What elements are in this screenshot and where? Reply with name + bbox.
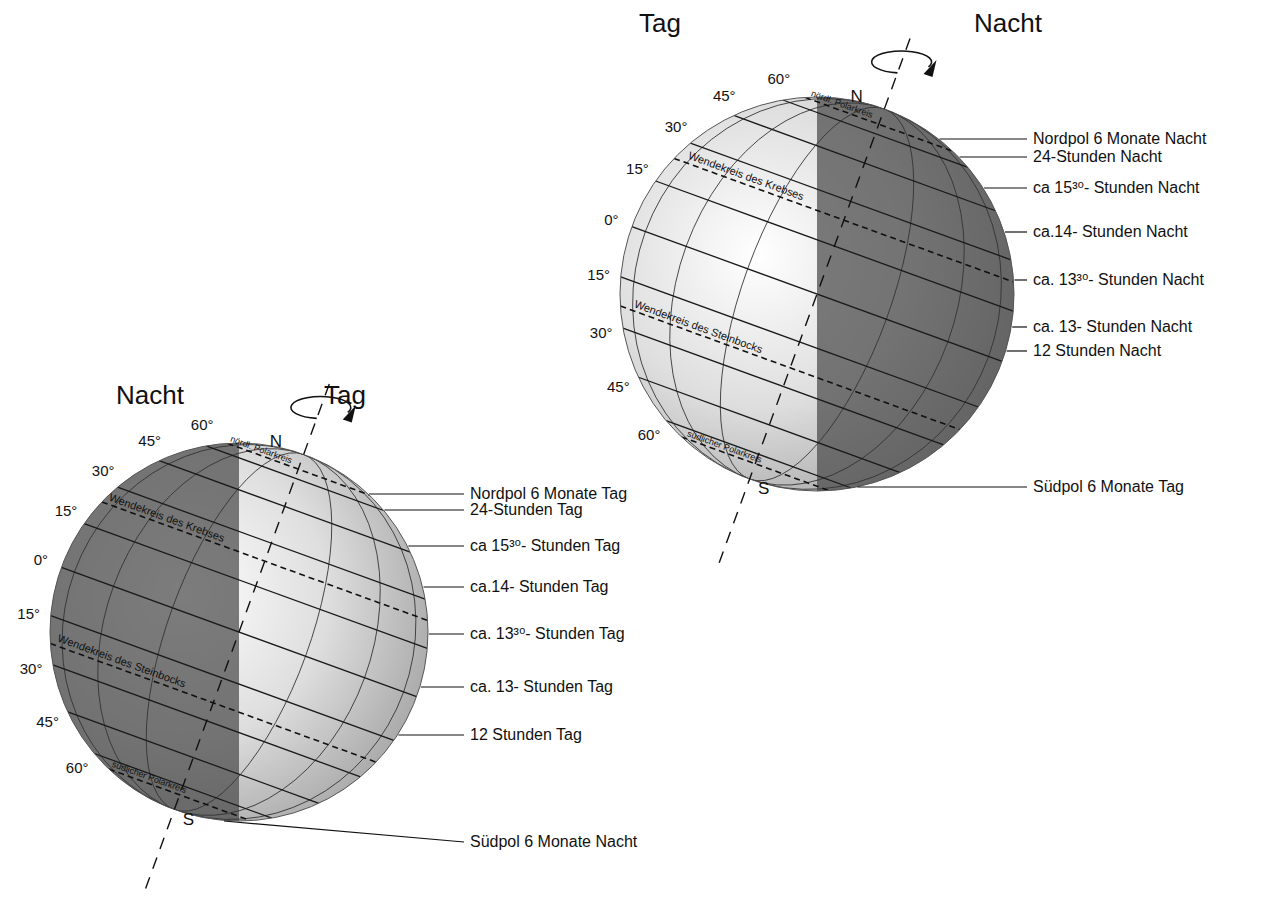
meridian <box>619 61 1016 527</box>
latitude-number: 60° <box>638 426 661 443</box>
latitude-number: 15° <box>587 266 610 283</box>
daylength-label: ca.14- Stunden Nacht <box>1033 223 1188 241</box>
daylength-label: ca. 13- Stunden Nacht <box>1033 318 1192 336</box>
special-parallel <box>102 502 428 621</box>
night-side <box>48 441 239 823</box>
parallel <box>632 227 1002 362</box>
daylength-label: ca. 13³⁰- Stunden Tag <box>470 625 625 643</box>
graticule <box>565 42 1070 547</box>
special-parallel <box>109 769 251 821</box>
latitude-number: 60° <box>66 759 89 776</box>
parallel <box>206 446 384 511</box>
daylength-label: Südpol 6 Monate Tag <box>1033 478 1184 496</box>
latitude-number: 60° <box>191 416 214 433</box>
latitude-number: 30° <box>590 324 613 341</box>
parallel <box>623 328 944 445</box>
daylength-label: Nordpol 6 Monate Nacht <box>1033 130 1206 148</box>
meridian <box>49 409 429 856</box>
leader-line <box>1007 350 1027 351</box>
daylength-label: Südpol 6 Monate Nacht <box>470 833 637 851</box>
graticule <box>0 390 481 874</box>
latitude-number: 15° <box>17 605 40 622</box>
parallel <box>94 753 272 818</box>
leader-line <box>960 156 1027 157</box>
meridian <box>578 46 1056 541</box>
rotation-arrow <box>872 51 932 73</box>
daylength-label: 24-Stunden Nacht <box>1033 148 1162 166</box>
night-side <box>817 95 1016 493</box>
parallel <box>666 421 851 488</box>
parallel <box>783 100 968 167</box>
daylength-label: ca.14- Stunden Tag <box>470 578 608 596</box>
latitude-number: 30° <box>20 660 43 677</box>
leader-line <box>984 187 1027 188</box>
latitude-number: 45° <box>713 87 736 104</box>
daylength-label: Nordpol 6 Monate Tag <box>470 485 627 503</box>
daylength-label: 24-Stunden Tag <box>470 501 583 519</box>
latitude-number: 45° <box>607 378 630 395</box>
leader-line <box>429 633 464 634</box>
arrow-head <box>923 60 936 77</box>
leader-line <box>384 509 464 510</box>
latitude-number: 30° <box>92 462 115 479</box>
pole-letter: S <box>183 810 194 830</box>
earth-axis <box>144 384 330 894</box>
special-parallel <box>620 306 960 430</box>
daylength-label: ca. 13- Stunden Tag <box>470 678 613 696</box>
daylength-label: ca 15³⁰- Stunden Tag <box>470 537 620 555</box>
leader-line <box>1012 326 1027 327</box>
leader-line <box>940 138 1027 139</box>
leader-line <box>1015 279 1027 280</box>
leader-line <box>408 545 464 546</box>
parallel <box>68 712 319 803</box>
latitude-number: 0° <box>34 551 48 568</box>
leader-line <box>398 734 464 735</box>
parallel <box>51 616 394 741</box>
latitude-number: 45° <box>138 432 161 449</box>
earth-axis <box>719 38 910 563</box>
latitude-number: 45° <box>36 713 59 730</box>
daylength-label: ca. 13³⁰- Stunden Nacht <box>1033 271 1204 289</box>
pole-letter: S <box>758 479 769 499</box>
globe <box>565 42 1070 547</box>
hemisphere-heading: Tag <box>639 9 681 39</box>
latitude-number: 15° <box>55 502 78 519</box>
leader-line <box>224 821 464 842</box>
leader-line <box>421 686 464 687</box>
daylength-label: 12 Stunden Nacht <box>1033 342 1161 360</box>
daylength-label: ca 15³⁰- Stunden Nacht <box>1033 179 1200 197</box>
latitude-number: 60° <box>767 70 790 87</box>
hemisphere-heading: Tag <box>324 381 366 411</box>
hemisphere-heading: Nacht <box>116 381 184 411</box>
leader-line <box>1005 231 1027 232</box>
latitude-number: 30° <box>665 118 688 135</box>
hemisphere-heading: Nacht <box>974 9 1042 39</box>
globe-outline <box>620 97 1014 491</box>
leader-line <box>857 486 1027 487</box>
leader-line <box>424 586 464 587</box>
daylength-label: 12 Stunden Tag <box>470 726 582 744</box>
latitude-number: 0° <box>604 211 618 228</box>
latitude-number: 15° <box>626 160 649 177</box>
globe <box>0 390 481 874</box>
leader-line <box>369 493 464 494</box>
